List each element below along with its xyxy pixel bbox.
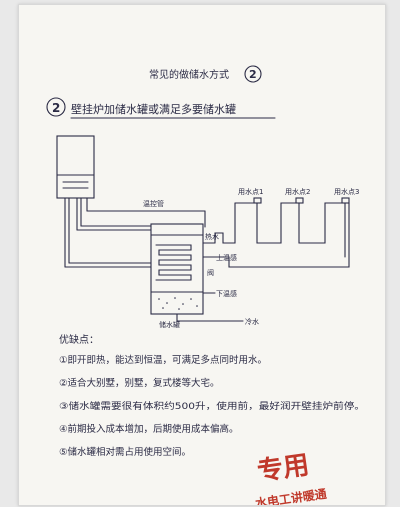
label-hot-water: 热水	[205, 232, 219, 241]
label-lower-sensor: 下温感	[216, 289, 237, 298]
label-tap-2: 用水点2	[285, 187, 310, 196]
heading-text: 壁挂炉加储水罐或满足多要储水罐	[71, 102, 236, 116]
boiler-pipes	[64, 197, 206, 268]
label-tank: 储水罐	[159, 320, 180, 329]
heading-number-circle	[46, 97, 66, 117]
note-item-4: ④前期投入成本增加，后期使用成本偏高。	[59, 423, 239, 435]
water-tank	[150, 223, 204, 315]
label-tap-1: 用水点1	[238, 187, 263, 196]
label-boiler-pipe: 温控管	[143, 199, 164, 208]
note-item-1: ①即开即热，能达到恒温，可满足多点同时用水。	[59, 354, 267, 366]
heading-number: 2	[52, 101, 60, 115]
label-cold-water: 冷水	[245, 317, 259, 326]
diagram-canvas: 常见的做储水方式 2 2 壁挂炉加储水罐或满足多要储水罐 温控管	[46, 65, 365, 505]
tank-dots	[158, 297, 198, 310]
title-number-circle	[244, 65, 262, 83]
watermark-sub: 水电工讲暖通	[254, 486, 327, 505]
heating-coil	[155, 244, 192, 281]
tap-valves	[253, 197, 350, 204]
label-valve: 阀	[207, 268, 214, 277]
notes-header: 优缺点：	[59, 333, 99, 346]
note-item-2: ②适合大别墅，别墅，复式楼等大宅。	[59, 377, 220, 389]
note-item-3: ③储水罐需要很有体积约500升，使用前，最好润开壁挂炉前停。	[59, 400, 365, 412]
page-title: 常见的做储水方式	[149, 68, 229, 81]
watermark-main: 专用	[255, 450, 311, 487]
title-number: 2	[249, 68, 257, 81]
note-item-5: ⑤储水罐相对需占用使用空间。	[59, 446, 191, 458]
label-tap-3: 用水点3	[334, 187, 359, 196]
document-page: 常见的做储水方式 2 2 壁挂炉加储水罐或满足多要储水罐 温控管	[18, 4, 386, 506]
boiler	[56, 135, 95, 199]
